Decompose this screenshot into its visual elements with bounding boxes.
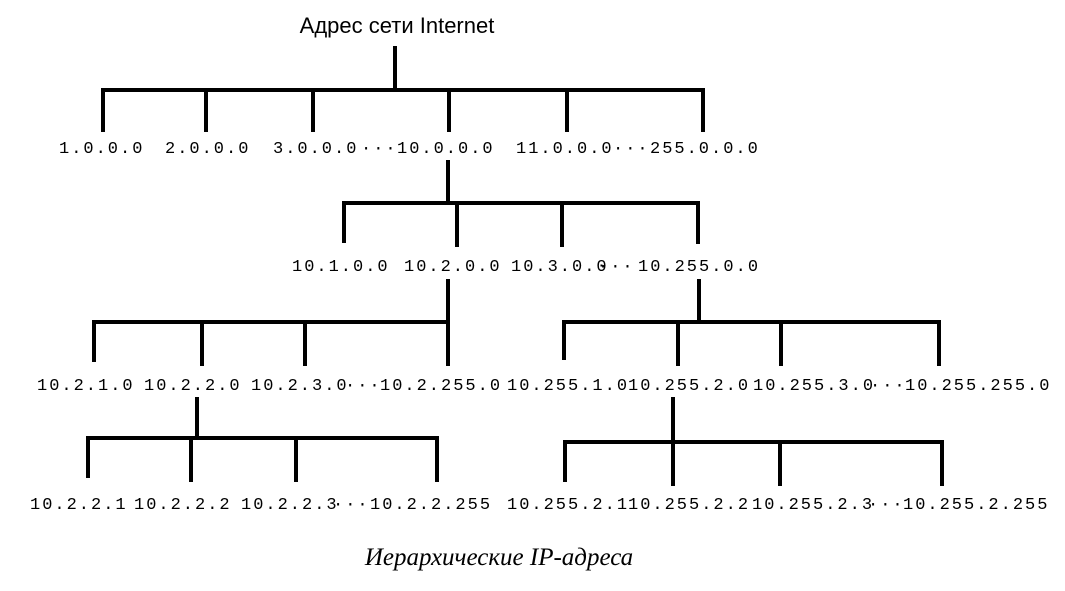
addr-10-2-2-2: 10.2.2.2 <box>134 496 232 515</box>
addr-255-0-0-0: 255.0.0.0 <box>650 140 760 159</box>
addr-10-2-2-255: 10.2.2.255 <box>370 496 492 515</box>
addr-10-255-1-0: 10.255.1.0 <box>507 377 629 396</box>
root-label: Адрес сети Internet <box>300 13 495 38</box>
addr-10-255-2-0: 10.255.2.0 <box>628 377 750 396</box>
connector-level1-level2 <box>342 160 700 247</box>
addr-10-2-2-1: 10.2.2.1 <box>30 496 128 515</box>
addr-10-255-2-1: 10.255.2.1 <box>507 496 629 515</box>
ellipsis: ··· <box>361 140 398 159</box>
connector-level2-level3-left <box>92 279 450 366</box>
addr-10-2-3-0: 10.2.3.0 <box>251 377 349 396</box>
level1-row: 1.0.0.0 2.0.0.0 3.0.0.0 ··· 10.0.0.0 11.… <box>59 140 760 159</box>
connector-level3-level4-right <box>563 397 944 486</box>
addr-10-255-0-0: 10.255.0.0 <box>638 258 760 277</box>
addr-10-1-0-0: 10.1.0.0 <box>292 258 390 277</box>
addr-1-0-0-0: 1.0.0.0 <box>59 140 144 159</box>
connector-level3-level4-left <box>86 397 439 482</box>
level2-row: 10.1.0.0 10.2.0.0 10.3.0.0 ··· 10.255.0.… <box>292 258 760 277</box>
ellipsis: ··· <box>345 377 382 396</box>
ellipsis: ··· <box>333 496 370 515</box>
addr-10-0-0-0: 10.0.0.0 <box>397 140 495 159</box>
addr-10-2-2-0: 10.2.2.0 <box>144 377 242 396</box>
connector-root-level1 <box>101 46 705 132</box>
connector-level2-level3-right <box>562 279 941 366</box>
ellipsis: ··· <box>613 140 650 159</box>
addr-10-255-2-2: 10.255.2.2 <box>628 496 750 515</box>
ellipsis: ··· <box>870 377 907 396</box>
level3-row: 10.2.1.0 10.2.2.0 10.2.3.0 ··· 10.2.255.… <box>37 377 1051 396</box>
addr-3-0-0-0: 3.0.0.0 <box>273 140 358 159</box>
addr-10-2-1-0: 10.2.1.0 <box>37 377 135 396</box>
ellipsis: ··· <box>598 258 635 277</box>
level4-row: 10.2.2.1 10.2.2.2 10.2.2.3 ··· 10.2.2.25… <box>30 496 1049 515</box>
addr-10-3-0-0: 10.3.0.0 <box>511 258 609 277</box>
ellipsis: ··· <box>868 496 905 515</box>
addr-10-2-0-0: 10.2.0.0 <box>404 258 502 277</box>
addr-2-0-0-0: 2.0.0.0 <box>165 140 250 159</box>
addr-10-255-2-3: 10.255.2.3 <box>752 496 874 515</box>
addr-10-2-255-0: 10.2.255.0 <box>380 377 502 396</box>
addr-10-2-2-3: 10.2.2.3 <box>241 496 339 515</box>
addr-11-0-0-0: 11.0.0.0 <box>516 140 614 159</box>
figure-caption: Иерархические IP-адреса <box>364 544 633 571</box>
addr-10-255-2-255: 10.255.2.255 <box>903 496 1049 515</box>
addr-10-255-255-0: 10.255.255.0 <box>905 377 1051 396</box>
addr-10-255-3-0: 10.255.3.0 <box>753 377 875 396</box>
